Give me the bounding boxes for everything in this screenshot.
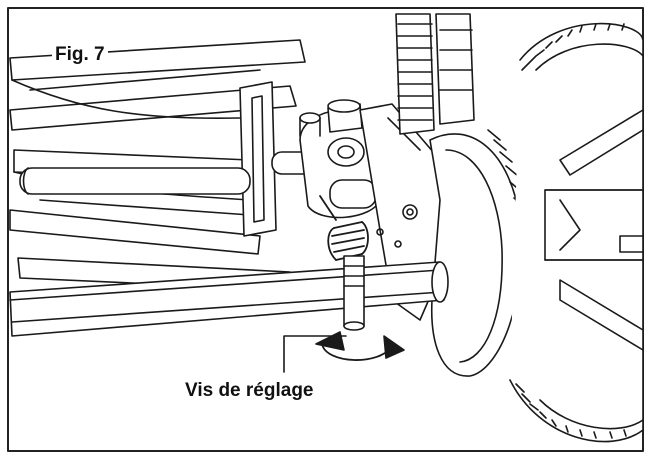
adjustment-spring (319, 195, 369, 261)
adjustment-screw-label: Vis de réglage (182, 380, 317, 402)
roller-bar (9, 261, 449, 337)
reel-side-plate (239, 81, 277, 237)
callout-leader-line (283, 335, 347, 373)
arrow-right-icon (383, 335, 405, 359)
arrow-left-icon (315, 331, 345, 351)
figure-label: Fig. 7 (52, 44, 108, 66)
adjustment-screw (343, 255, 365, 331)
bearing-housing (299, 99, 381, 219)
drive-wheel (509, 22, 644, 443)
wheel-hub-housing (429, 129, 527, 377)
drive-gear-strip (395, 13, 475, 135)
